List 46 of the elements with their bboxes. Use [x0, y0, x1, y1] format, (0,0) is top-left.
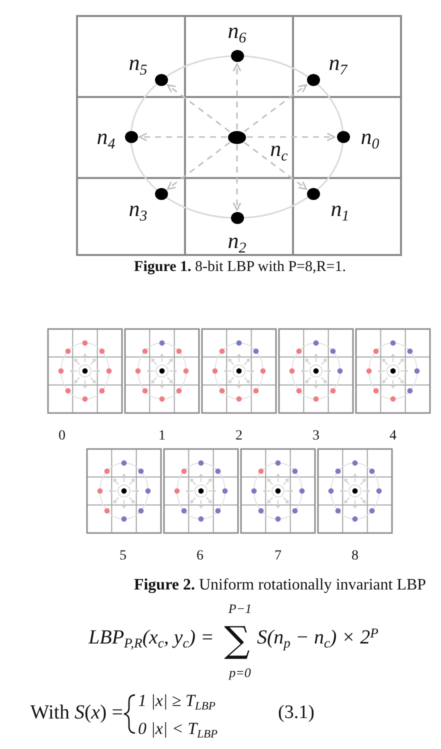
pattern-number: 3	[312, 430, 320, 444]
neighbor-pixel-dot	[306, 188, 320, 200]
neighbor-pixel-dot	[230, 212, 244, 224]
figure-caption: Figure 2. Uniform rotationally invariant LBP	[134, 578, 426, 594]
pattern-number: 1	[158, 430, 166, 444]
pattern-number: 0	[58, 430, 66, 444]
formula: S(n$_{p}$ − n$_{c}$) × 2$^{P}$	[257, 628, 378, 648]
dashed-arrow	[232, 144, 242, 211]
neighbor-pixel-dot	[336, 131, 350, 143]
pixel-label: n$_{5}$	[128, 53, 148, 73]
pattern-number: 6	[196, 550, 204, 564]
dashed-arrow	[138, 132, 227, 142]
dashed-arrow	[244, 84, 308, 132]
center-pixel-dot	[228, 130, 246, 144]
pixel-label: n$_{7}$	[328, 53, 348, 73]
dashed-arrow	[232, 63, 242, 130]
case-line: 0 |x| < T$_{LBP}$	[138, 720, 218, 738]
equation-number: (3.1)	[278, 703, 314, 723]
summation-sign: ∑	[224, 622, 250, 660]
pattern-number: 4	[390, 430, 396, 444]
pattern-number: 5	[120, 550, 126, 564]
neighbor-pixel-dot	[154, 74, 168, 86]
neighbor-pixel-dot	[306, 74, 320, 86]
formula: With S(x) =	[30, 702, 123, 724]
pixel-label: n$_{2}$	[228, 231, 246, 251]
sum-upper-limit: P−1	[228, 602, 252, 616]
neighbor-pixel-dot	[230, 50, 244, 62]
dashed-arrow	[166, 142, 230, 190]
pixel-label: n$_{c}$	[270, 139, 288, 159]
formula: LBP$_{P,R}$(x$_{c}$, y$_{c}$) =	[88, 628, 214, 648]
pixel-label: n$_{0}$	[360, 127, 380, 147]
figure-caption: Figure 1. 8-bit LBP with P=8,R=1.	[134, 260, 346, 276]
sum-lower-limit: p=0	[229, 666, 251, 680]
neighbor-pixel-dot	[154, 188, 168, 200]
dashed-arrow	[244, 142, 308, 190]
pattern-number: 2	[236, 430, 242, 444]
pixel-label: n$_{3}$	[128, 199, 148, 219]
dashed-arrow	[166, 84, 230, 132]
pixel-label: n$_{1}$	[330, 199, 350, 219]
pattern-number: 7	[274, 550, 282, 564]
dashed-arrow	[247, 132, 336, 142]
neighbor-pixel-dot	[124, 131, 138, 143]
case-line: 1 |x| ≥ T$_{LBP}$	[138, 692, 216, 710]
pixel-label: n$_{4}$	[96, 127, 116, 147]
pixel-label: n$_{6}$	[228, 21, 246, 41]
pattern-number: 8	[352, 550, 358, 564]
